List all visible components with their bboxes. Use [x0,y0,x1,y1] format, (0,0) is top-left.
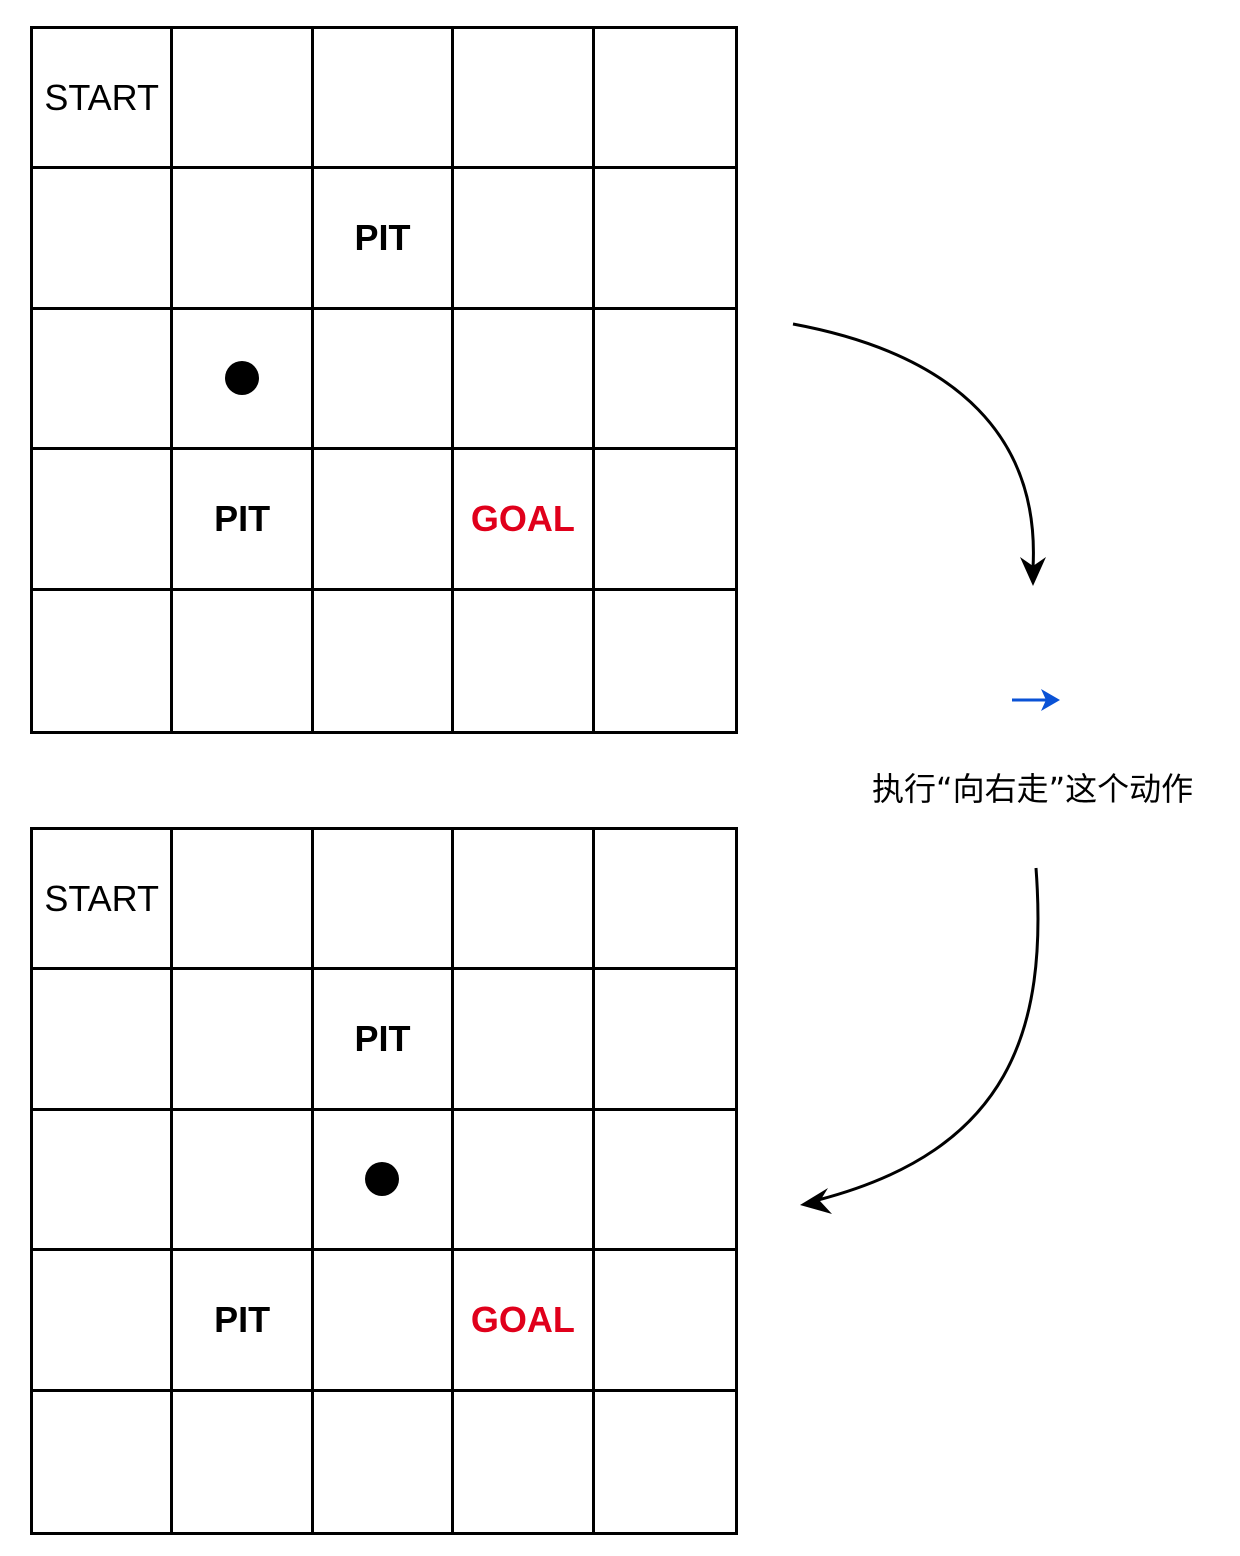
grid-cell [594,310,735,451]
grid-cell [313,29,455,170]
grid-cell [454,29,595,170]
grid-cell: START [33,29,174,170]
grid-cell [314,1391,455,1532]
grid-cell [33,450,174,591]
grid-cell [594,830,735,971]
grid-cell [33,309,174,451]
grid-cell [454,590,595,731]
goal-label: GOAL [470,497,575,539]
grid-cell [173,29,314,170]
curved-arrow-left-head [800,1188,832,1214]
grid-cell: PIT [173,1251,314,1392]
curved-arrow-down [792,322,1035,569]
grid-cell [33,970,174,1111]
grid-cell [314,590,455,731]
start-label: START [44,877,160,919]
grid-cell [33,169,174,310]
pit-label: PIT [214,1298,271,1340]
action-caption: 执行“向右走”这个动作 [872,770,1194,808]
grid-cell [33,1391,174,1532]
grid-cell [454,309,595,451]
grid-cell [173,169,314,310]
grid-cell: START [33,830,174,971]
grid-cell [33,1251,174,1392]
grid-cell [454,970,595,1111]
grid-cell [173,830,314,971]
grid-cell: GOAL [454,1251,595,1392]
grid-cell: PIT [173,450,314,591]
grid-cell [173,1110,314,1252]
grid-cell [454,169,595,310]
pit-label: PIT [354,1018,411,1060]
grid-cell: GOAL [454,450,595,591]
grid-cell [594,450,735,591]
goal-label: GOAL [470,1298,575,1340]
grid-cell [454,1110,595,1252]
grid-cell [173,590,314,731]
grid-cell [595,591,735,731]
grid-cell [454,1391,595,1532]
agent-dot [365,1162,400,1197]
grid-cell [313,830,455,971]
grid-cell [173,1391,314,1532]
grid-cell [454,830,595,971]
grid-cell [594,169,735,310]
grid-cell [313,450,455,591]
grid-world-after: START PIT PIT GOAL [30,827,738,1535]
grid-cell [313,1110,455,1252]
grid-cell [594,1111,735,1252]
grid-cell [33,590,174,731]
grid-cell: PIT [313,169,455,310]
grid-cell [595,1392,735,1532]
grid-cell: PIT [313,970,455,1111]
grid-cell [313,1251,455,1392]
agent-dot [225,361,260,396]
curved-arrow-down-head [1020,557,1046,586]
curved-arrow-left [817,867,1040,1202]
grid-cell [173,309,314,451]
pit-label: PIT [214,497,271,539]
grid-cell [594,1251,735,1392]
grid-world-before: START PIT PIT GOAL [30,26,738,734]
start-label: START [44,76,160,118]
grid-cell [594,970,735,1111]
grid-cell [173,970,314,1111]
grid-cell [313,309,455,451]
grid-cell [594,29,735,170]
pit-label: PIT [354,217,411,259]
grid-cell [33,1110,174,1252]
right-arrow-icon [1012,689,1060,711]
